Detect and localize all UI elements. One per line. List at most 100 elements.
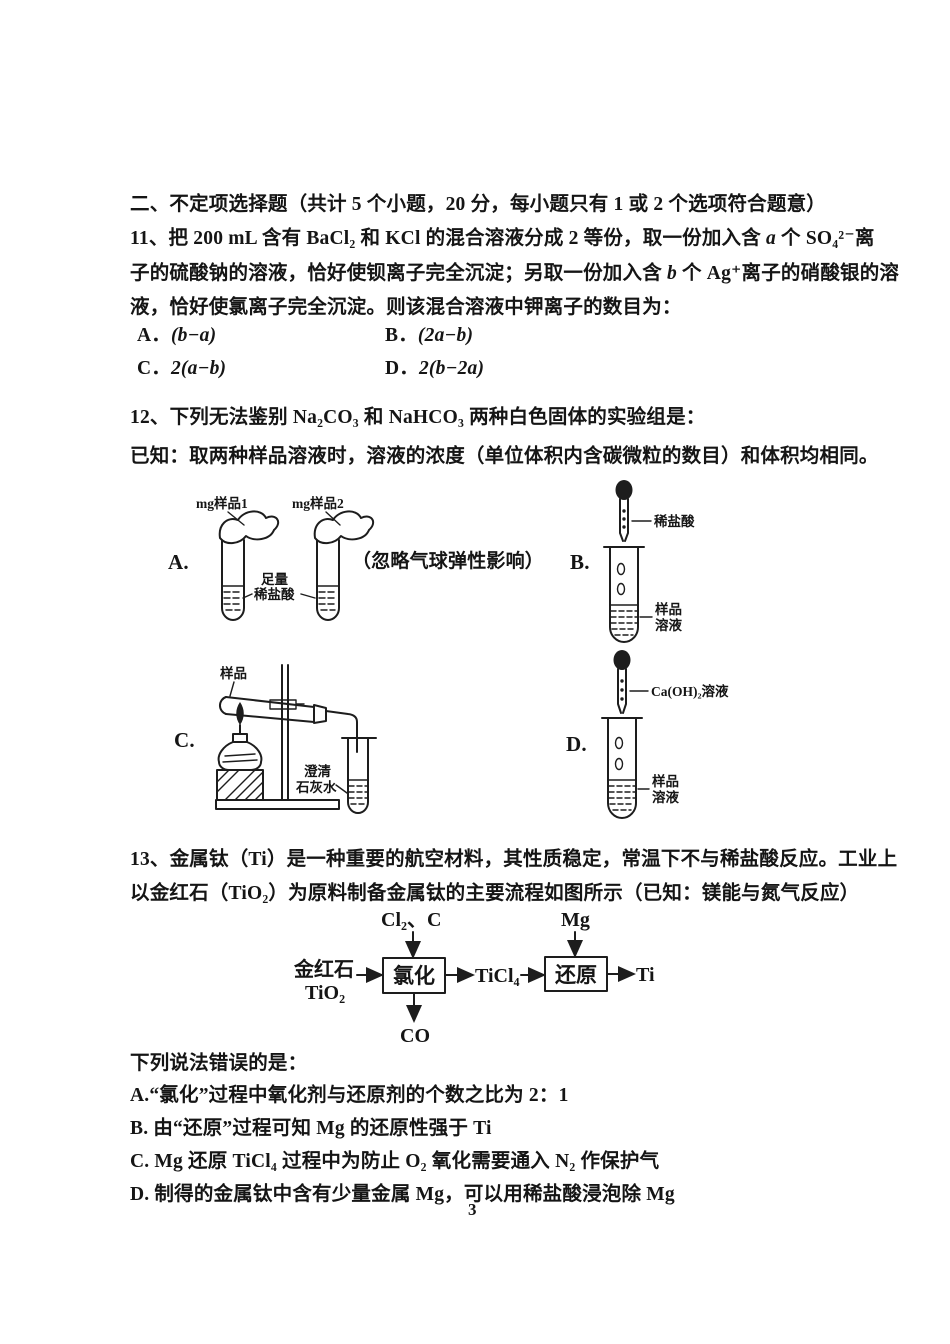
flow-product: Ti bbox=[636, 964, 655, 986]
q12-diagram-c-letter: C. bbox=[174, 728, 195, 752]
dropper-label: Ca(OH)₂溶液 bbox=[651, 683, 729, 699]
tube-label-line2: 溶液 bbox=[652, 789, 680, 805]
lamp-fuel-lines bbox=[222, 753, 258, 763]
dropper-bulb bbox=[615, 480, 633, 500]
flow-byproduct: CO bbox=[400, 1025, 430, 1047]
stand-base bbox=[215, 799, 340, 810]
droplet bbox=[620, 688, 624, 692]
sample-label: 样品 bbox=[220, 665, 247, 681]
dropper-bulb bbox=[613, 650, 631, 670]
acid-label-line2: 稀盐酸 bbox=[254, 586, 295, 602]
q11-line3: 液，恰好使氯离子完全沉淀。则该混合溶液中钾离子的数目为： bbox=[130, 297, 682, 318]
droplet bbox=[620, 679, 624, 683]
q12-diagram-d-illustration: Ca(OH)₂溶液 样品 溶液 bbox=[601, 650, 729, 819]
q11-option-a-label: A． bbox=[137, 325, 171, 346]
q11-option-a: A．(b−a) bbox=[137, 324, 216, 348]
tube-label-line1: 样品 bbox=[652, 773, 679, 789]
q11-line2-var: b bbox=[666, 263, 677, 284]
q12-known: 已知：取两种样品溶液时，溶液的浓度（单位体积内含碳微粒的数目）和体积均相同。 bbox=[130, 446, 879, 467]
flow-intermediate: TiCl₄ bbox=[475, 965, 520, 987]
q11-option-c: C．2(a−b) bbox=[137, 357, 226, 381]
q11-option-c-formula: 2(a−b) bbox=[170, 358, 227, 379]
dropper-tube bbox=[617, 668, 627, 714]
limewater-hatch bbox=[348, 785, 368, 805]
q12-diagram-b-illustration: 稀盐酸 样品 溶液 bbox=[603, 480, 695, 643]
q11-option-b-formula: (2a−b) bbox=[417, 325, 474, 346]
liquid-hatch bbox=[610, 610, 638, 636]
q13-prompt: 下列说法错误的是： bbox=[130, 1053, 308, 1074]
dropper-label: 稀盐酸 bbox=[654, 513, 695, 529]
q11-line1-pre: 11、把 200 mL 含有 BaCl₂ 和 KCl 的混合溶液分成 2 等份，… bbox=[130, 228, 767, 249]
acid-label-line1: 足量 bbox=[261, 572, 288, 587]
q12-diagram-a-letter: A. bbox=[168, 550, 189, 574]
flow-input-cl2c: Cl₂、C bbox=[381, 909, 441, 931]
q11-option-d-label: D． bbox=[385, 358, 419, 379]
limewater-label-line1: 澄清 bbox=[304, 763, 331, 779]
q11-option-b: B．(2a−b) bbox=[385, 324, 473, 348]
q12-stem: 12、下列无法鉴别 Na₂CO₃ 和 NaHCO₃ 两种白色固体的实验组是： bbox=[130, 407, 706, 428]
liquid-hatch bbox=[608, 785, 636, 811]
q12-diagram-d-letter: D. bbox=[566, 732, 587, 756]
test-tube bbox=[607, 717, 637, 819]
flow-feed-line2: TiO₂ bbox=[305, 982, 345, 1004]
q11-option-c-label: C． bbox=[137, 358, 171, 379]
limewater-label-line2: 石灰水 bbox=[295, 779, 337, 795]
q13-option-c: C. Mg 还原 TiCl₄ 过程中为防止 O₂ 氧化需要通入 N₂ 作保护气 bbox=[130, 1151, 660, 1172]
q13-line1: 13、金属钛（Ti）是一种重要的航空材料，其性质稳定，常温下不与稀盐酸反应。工业… bbox=[130, 849, 898, 870]
q11-line1: 11、把 200 mL 含有 BaCl₂ 和 KCl 的混合溶液分成 2 等份，… bbox=[130, 227, 875, 251]
bubble bbox=[616, 582, 626, 596]
deflated-balloon-1 bbox=[218, 510, 280, 544]
flow-input-mg: Mg bbox=[561, 909, 590, 931]
q11-line2: 子的硫酸钠的溶液，恰好使钡离子完全沉淀；另取一份加入含 b 个 Ag⁺离子的硝酸… bbox=[130, 262, 899, 286]
q11-line1-post: 个 SO₄²⁻离 bbox=[775, 228, 875, 249]
sample2-label: mg样品2 bbox=[292, 495, 344, 511]
q11-option-a-formula: (b−a) bbox=[170, 325, 217, 346]
droplet bbox=[622, 525, 626, 529]
q13-option-d: D. 制得的金属钛中含有少量金属 Mg，可以用稀盐酸浸泡除 Mg bbox=[130, 1184, 675, 1205]
section-header: 二、不定项选择题（共计 5 个小题，20 分，每小题只有 1 或 2 个选项符合… bbox=[130, 194, 826, 215]
q12-diagram-a-note: （忽略气球弹性影响） bbox=[352, 551, 545, 572]
droplet bbox=[622, 517, 626, 521]
test-tube-1 bbox=[221, 539, 245, 621]
flame bbox=[236, 702, 244, 725]
acid-pointer-lines bbox=[242, 593, 316, 599]
block-hatching bbox=[216, 769, 264, 801]
sample1-label: mg样品1 bbox=[196, 495, 248, 511]
q11-option-b-label: B． bbox=[385, 325, 418, 346]
sample2-pointer-line bbox=[325, 511, 341, 526]
sample-pointer-line bbox=[229, 681, 235, 697]
q11-line2-pre: 子的硫酸钠的溶液，恰好使钡离子完全沉淀；另取一份加入含 bbox=[130, 263, 667, 284]
stand-pole bbox=[281, 664, 289, 801]
sample1-pointer-line bbox=[227, 511, 245, 526]
tube-label-line1: 样品 bbox=[655, 601, 682, 617]
q12-diagram-a-illustration: mg样品1 mg样品2 足量 稀盐酸 bbox=[196, 495, 375, 621]
droplet bbox=[620, 697, 624, 701]
stopper bbox=[313, 704, 327, 724]
liquid-hatch-1 bbox=[223, 591, 243, 611]
q11-line1-var: a bbox=[766, 228, 776, 249]
q13-option-a: A.“氯化”过程中氧化剂与还原剂的个数之比为 2：1 bbox=[130, 1085, 569, 1106]
deflated-balloon-2 bbox=[313, 510, 375, 544]
test-tube bbox=[609, 546, 639, 643]
bubble bbox=[616, 562, 626, 576]
bubble bbox=[614, 757, 624, 771]
support-block bbox=[216, 769, 264, 801]
flow-box2-label: 还原 bbox=[554, 963, 597, 987]
receiving-tube bbox=[347, 737, 369, 814]
q12-diagram-c-illustration: 样品 澄清 石灰水 bbox=[215, 664, 377, 814]
delivery-tube bbox=[325, 710, 358, 753]
droplet bbox=[622, 509, 626, 513]
page-number: 3 bbox=[468, 1200, 477, 1219]
flow-box1-label: 氯化 bbox=[393, 964, 435, 988]
q13-option-b: B. 由“还原”过程可知 Mg 的还原性强于 Ti bbox=[130, 1118, 492, 1139]
test-tube-2 bbox=[316, 539, 340, 621]
limewater-pointer-line bbox=[335, 784, 348, 794]
liquid-hatch-2 bbox=[318, 591, 338, 611]
q11-line2-post: 个 Ag⁺离子的硝酸银的溶 bbox=[676, 263, 900, 284]
tube-closed-end bbox=[219, 696, 227, 715]
q12-diagram-b-letter: B. bbox=[570, 550, 590, 574]
dropper-tube bbox=[619, 498, 629, 542]
lamp-neck bbox=[232, 733, 248, 743]
flow-feed-line1: 金红石 bbox=[293, 957, 354, 981]
